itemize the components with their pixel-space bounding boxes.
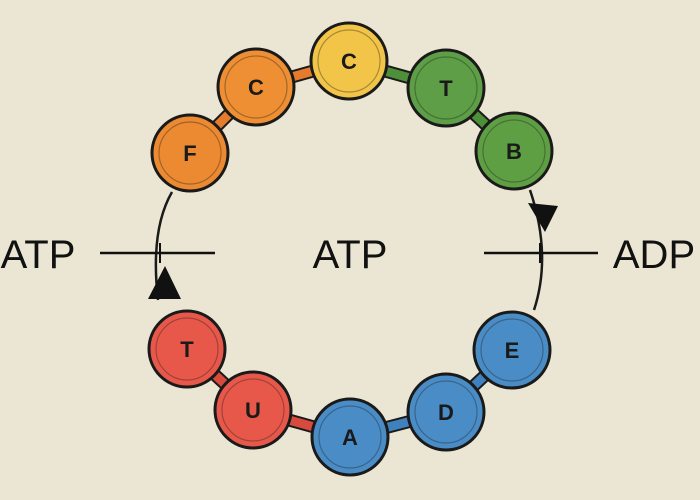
left-up-arrow-icon [148,266,181,299]
node-circle [474,111,554,191]
node-circle [147,309,227,389]
node-letter: D [438,400,454,425]
node-letter: C [248,75,264,100]
cycle-node-1: F [150,113,230,193]
node-circle [309,21,389,101]
node-letter: T [180,337,194,362]
node-circle [213,370,293,450]
node-letter: E [505,338,520,363]
cycle-node-3: C [309,21,389,101]
node-circle [472,310,552,390]
node-letter: U [245,398,261,423]
cycle-node-7: D [406,372,486,452]
cycle-nodes: F C C T B E D A U T [147,21,554,477]
cycle-node-6: E [472,310,552,390]
node-circle [406,372,486,452]
cycle-node-8: A [310,397,390,477]
node-inner-ring [155,317,219,381]
node-inner-ring [224,55,288,119]
node-letter: C [341,49,357,74]
node-inner-ring [318,405,382,469]
cycle-node-2: C [216,47,296,127]
cycle-node-5: B [474,111,554,191]
node-inner-ring [317,29,381,93]
node-inner-ring [221,378,285,442]
right-label: ADP [613,233,695,277]
node-inner-ring [414,380,478,444]
node-circle [310,397,390,477]
center-label: ATP [313,233,388,277]
node-inner-ring [482,119,546,183]
node-letter: T [439,76,453,101]
node-inner-ring [158,121,222,185]
node-circle [406,48,486,128]
node-letter: B [506,139,522,164]
node-circle [150,113,230,193]
node-inner-ring [414,56,478,120]
node-letter: A [342,425,358,450]
node-inner-ring [480,318,544,382]
node-circle [216,47,296,127]
cycle-node-4: T [406,48,486,128]
right-down-arrow-icon [528,203,558,232]
left-label: ATP [1,233,76,277]
node-letter: F [183,141,196,166]
cycle-node-9: U [213,370,293,450]
cycle-node-10: T [147,309,227,389]
